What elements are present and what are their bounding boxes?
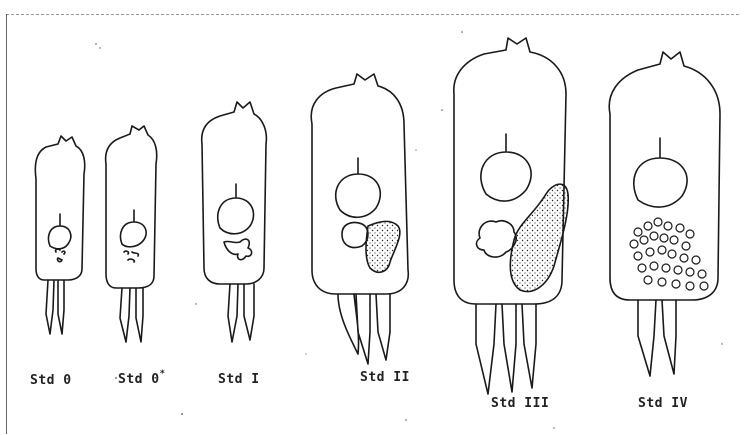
organism-std1 <box>202 102 267 342</box>
organism-std0-star <box>106 126 157 342</box>
figure-frame: Std 0 Std 0* Std I Std II Std III Std IV <box>6 14 741 434</box>
stage-label-std4: Std IV <box>638 396 688 411</box>
organism-std4 <box>609 52 720 376</box>
stage-label-std0: Std 0 <box>30 373 72 388</box>
organism-std3 <box>454 38 568 394</box>
granule-cluster <box>630 218 708 290</box>
organism-std2 <box>311 74 408 364</box>
organism-std0 <box>35 136 84 334</box>
stage-label-std2: Std II <box>360 370 410 385</box>
stage-label-std1: Std I <box>218 372 260 387</box>
stage-label-std0-star: Std 0* <box>118 372 166 387</box>
stage-label-std3: Std III <box>491 396 549 411</box>
